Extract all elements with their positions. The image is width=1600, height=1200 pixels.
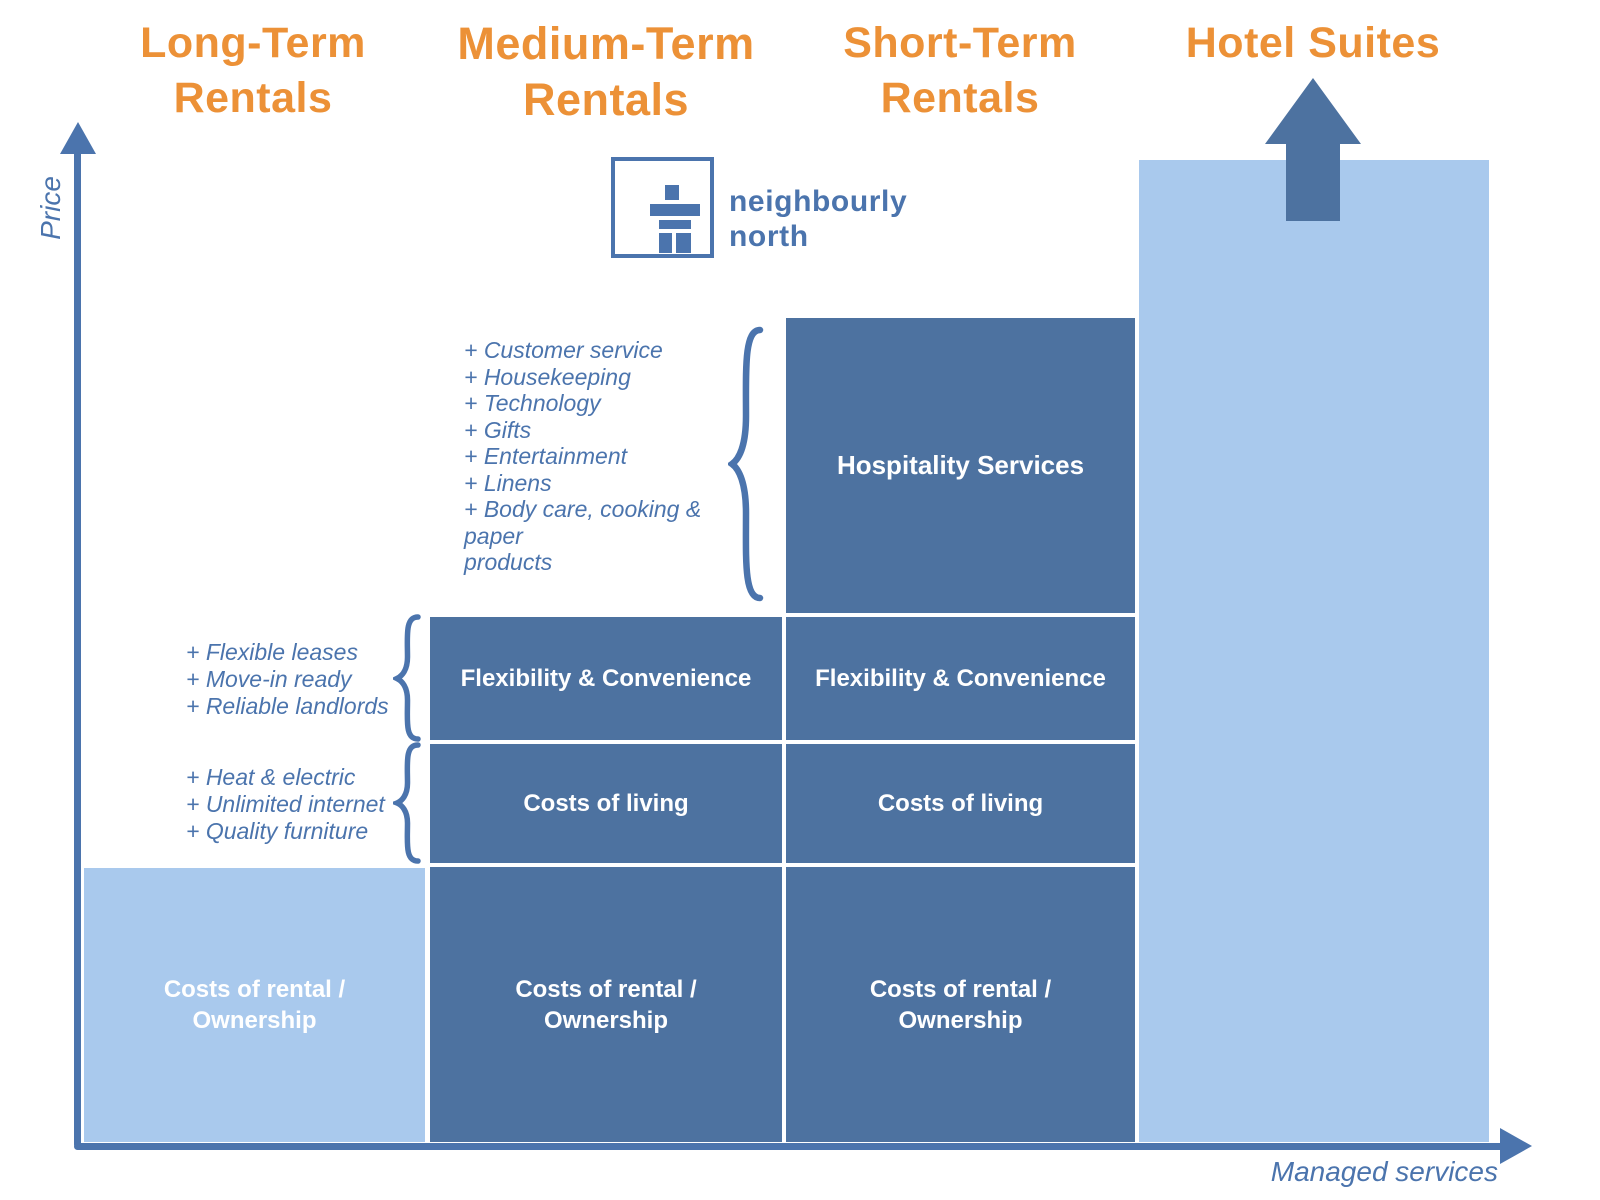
inukshuk-leg-left: [659, 233, 672, 253]
annotation-line: products: [464, 549, 553, 575]
header-long-term-rentals: Long-Term Rentals: [140, 19, 366, 122]
bar-hotel-suites: [1139, 160, 1489, 1142]
block-label: Hospitality Services: [836, 450, 1085, 480]
annotation-costs-of-living-list: + Heat & electric + Unlimited internet +…: [186, 764, 385, 845]
annotation-line: + Technology: [464, 390, 601, 416]
block-label: Flexibility & Convenience: [460, 664, 752, 692]
block-label: Costs of living: [523, 789, 689, 817]
up-arrow-icon: [1265, 78, 1361, 221]
price-axis-label: Price: [35, 176, 66, 240]
annotation-line: + Flexible leases: [186, 639, 358, 665]
inukshuk-head: [665, 185, 679, 200]
inukshuk-torso: [659, 220, 691, 229]
annotation-flexibility-list: + Flexible leases + Move-in ready + Reli…: [186, 639, 389, 720]
brace-costs-of-living-icon: [393, 742, 421, 864]
block-short-term-costs-of-rental: Costs of rental / Ownership: [786, 867, 1135, 1142]
logo-wordmark: neighbourly north: [729, 184, 907, 254]
block-short-term-costs-of-living: Costs of living: [786, 744, 1135, 863]
block-short-term-hospitality-services: Hospitality Services: [786, 318, 1135, 613]
x-axis-arrow-icon: [1500, 1128, 1532, 1164]
annotation-line: + Heat & electric: [186, 764, 356, 790]
inukshuk-leg-right: [676, 233, 691, 253]
annotation-hospitality-list: + Customer service + Housekeeping + Tech…: [464, 337, 701, 576]
block-label: Costs of rental / Ownership: [163, 976, 346, 1034]
header-hotel-suites: Hotel Suites: [1185, 19, 1441, 67]
brace-hospitality-icon: [728, 326, 764, 602]
header-short-term-rentals: Short-Term Rentals: [843, 19, 1077, 122]
annotation-line: + Reliable landlords: [186, 693, 389, 719]
block-label: Costs of living: [877, 789, 1044, 817]
managed-services-axis-label: Managed services: [1270, 1156, 1498, 1187]
brace-flexibility-icon: [393, 614, 421, 742]
x-axis: [74, 1143, 1504, 1150]
logo-word-line1: neighbourly: [729, 185, 908, 218]
block-short-term-flexibility: Flexibility & Convenience: [786, 617, 1135, 740]
annotation-line: + Body care, cooking &: [464, 496, 702, 522]
annotation-line: + Housekeeping: [464, 363, 631, 390]
inukshuk-arms: [650, 204, 700, 216]
block-medium-term-costs-of-rental: Costs of rental / Ownership: [430, 867, 782, 1142]
block-label: Costs of rental / Ownership: [869, 975, 1052, 1034]
block-label: Costs of rental / Ownership: [515, 975, 697, 1034]
y-axis: [74, 142, 81, 1148]
block-medium-term-flexibility: Flexibility & Convenience: [430, 617, 782, 740]
annotation-line: + Linens: [464, 469, 552, 496]
annotation-line: + Customer service: [464, 337, 663, 363]
logo-word-line2: north: [729, 220, 809, 253]
annotation-line: + Quality furniture: [186, 818, 369, 844]
annotation-line: + Gifts: [464, 416, 532, 443]
block-long-term-costs-of-rental: Costs of rental / Ownership: [84, 868, 425, 1142]
annotation-line: + Move-in ready: [186, 666, 352, 692]
block-medium-term-costs-of-living: Costs of living: [430, 744, 782, 863]
header-medium-term-rentals: Medium-Term Rentals: [457, 18, 755, 125]
y-axis-arrow-icon: [60, 122, 96, 154]
annotation-line: + Entertainment: [464, 443, 628, 469]
block-label: Flexibility & Convenience: [815, 664, 1106, 692]
annotation-line: paper: [464, 522, 523, 549]
annotation-line: + Unlimited internet: [186, 791, 385, 817]
inukshuk-icon: [611, 157, 714, 258]
